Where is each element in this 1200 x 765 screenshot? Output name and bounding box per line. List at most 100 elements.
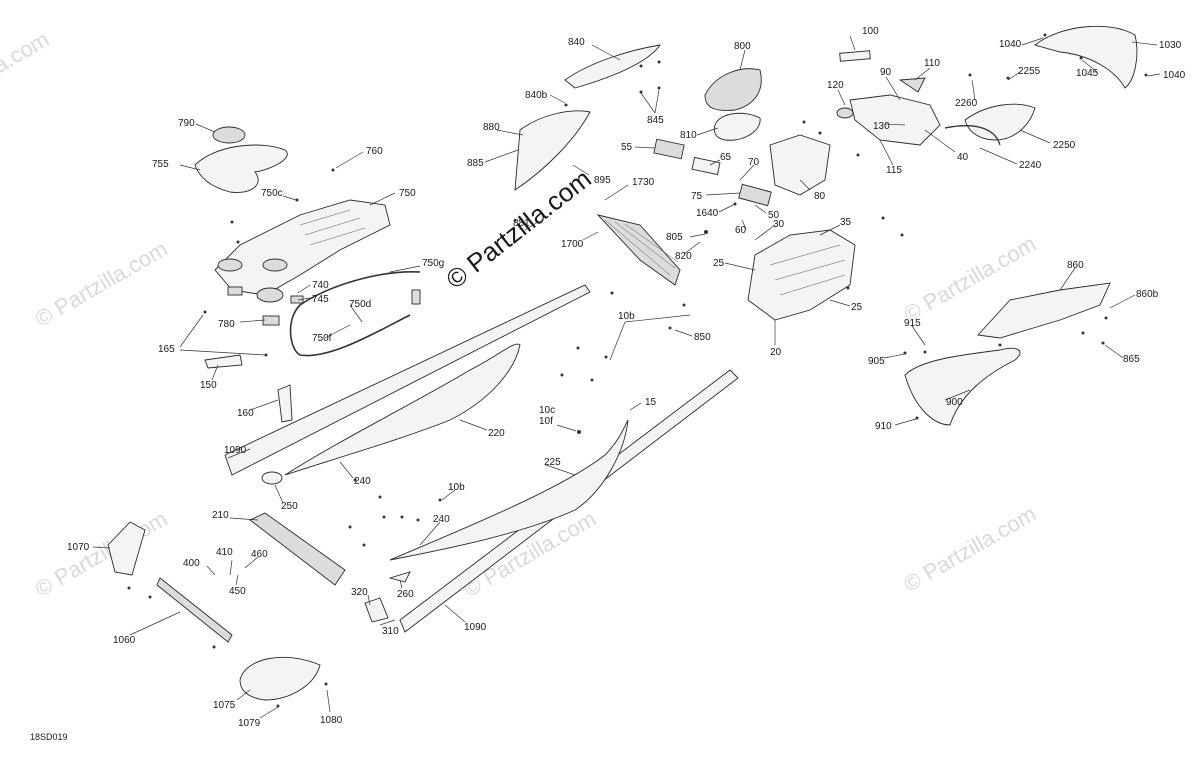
fastener	[264, 353, 268, 357]
fasteners	[127, 33, 1148, 708]
leader-lines	[92, 35, 1161, 719]
part-750-cup	[262, 258, 288, 272]
callout-1075: 1075	[213, 700, 236, 711]
leader	[227, 448, 251, 459]
leader	[249, 399, 279, 411]
callout-240b: 240	[433, 514, 450, 525]
callout-65: 65	[720, 152, 732, 163]
leader	[297, 284, 311, 294]
callout-60: 60	[735, 225, 747, 236]
part-780-a	[227, 286, 243, 296]
fastener	[560, 373, 564, 377]
leader	[724, 262, 756, 271]
callout-1040b: 1040	[1163, 70, 1186, 81]
leader	[894, 418, 917, 426]
leader	[92, 546, 111, 549]
leader	[741, 219, 747, 230]
part-750-cup	[256, 287, 284, 303]
fastener	[212, 645, 216, 649]
leader	[911, 325, 926, 346]
leader	[556, 424, 577, 432]
fastener	[276, 704, 280, 708]
leader	[718, 203, 736, 213]
callout-840: 840	[568, 37, 585, 48]
callout-410: 410	[216, 547, 233, 558]
callout-2240: 2240	[1019, 160, 1042, 171]
leader	[879, 139, 894, 166]
callout-75: 75	[691, 191, 703, 202]
leader	[709, 159, 721, 166]
part-755	[194, 144, 288, 193]
leader	[129, 611, 181, 636]
part-780-b	[262, 315, 280, 326]
fastener	[903, 351, 907, 355]
leader	[1019, 129, 1051, 144]
callout-1640: 1640	[696, 208, 719, 219]
part-80	[769, 134, 831, 196]
leader	[1059, 267, 1076, 291]
fastener	[1101, 341, 1105, 345]
part-1700-grid	[604, 219, 679, 276]
callout-740: 740	[312, 280, 329, 291]
callout-850: 850	[694, 332, 711, 343]
leader	[591, 44, 621, 61]
part-900	[904, 347, 1021, 426]
callout-2255: 2255	[1018, 66, 1041, 77]
fastener	[203, 310, 207, 314]
fastener	[382, 515, 386, 519]
fastener	[968, 73, 972, 77]
fastener	[590, 378, 594, 382]
callout-905: 905	[868, 356, 885, 367]
fastener	[1144, 73, 1148, 77]
fastener	[704, 230, 708, 234]
fastener	[846, 286, 850, 290]
fastener	[610, 291, 614, 295]
part-260	[388, 571, 411, 583]
callout-40: 40	[957, 152, 969, 163]
leader	[349, 304, 363, 323]
leader	[604, 184, 629, 201]
part-50	[738, 183, 772, 207]
callout-885: 885	[467, 158, 484, 169]
leader	[1131, 41, 1158, 46]
leader	[195, 123, 216, 133]
leader	[924, 129, 956, 153]
fastener	[639, 90, 643, 94]
leader	[674, 329, 693, 337]
leader	[236, 689, 251, 701]
part-1700	[596, 214, 681, 286]
leader	[582, 231, 599, 241]
fastener	[657, 60, 661, 64]
leader	[696, 127, 719, 136]
fastener	[564, 103, 568, 107]
callout-10b: 10b	[618, 311, 635, 322]
leader	[572, 164, 590, 176]
part-750-cup	[217, 258, 243, 272]
callout-755: 755	[152, 159, 169, 170]
leader	[1104, 344, 1124, 359]
callout-1030: 1030	[1159, 40, 1182, 51]
callout-10b-2: 10b	[448, 482, 465, 493]
callout-1080: 1080	[320, 715, 343, 726]
leader	[1081, 59, 1098, 73]
leader	[379, 619, 396, 626]
fastener	[802, 120, 806, 124]
part-750d-cable	[289, 271, 421, 357]
callout-labels: 100 90 110 120 130 40 115 2240 2250 2260…	[67, 26, 1186, 729]
callout-790: 790	[178, 118, 195, 129]
part-150	[204, 354, 243, 369]
part-790	[212, 126, 246, 144]
fastener	[577, 430, 581, 434]
leader	[683, 241, 701, 255]
callout-55: 55	[621, 142, 633, 153]
part-20	[747, 229, 856, 321]
callout-35: 35	[840, 217, 852, 228]
callout-1090b: 1090	[464, 622, 487, 633]
callout-881: 881	[513, 218, 530, 229]
fastener	[998, 343, 1002, 347]
leader	[179, 314, 204, 348]
leader	[335, 151, 364, 169]
part-220	[284, 343, 521, 476]
leader	[971, 79, 976, 101]
leader	[282, 195, 297, 201]
